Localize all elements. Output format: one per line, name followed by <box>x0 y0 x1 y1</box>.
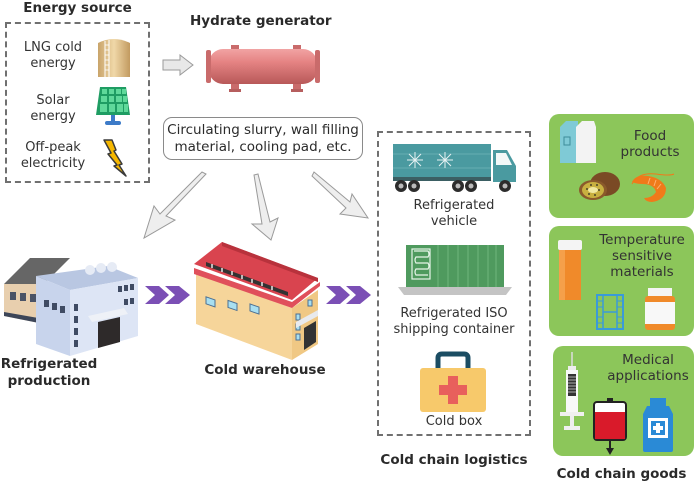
energy-item-lng: LNG cold energy <box>23 40 83 71</box>
energy-source-title: Energy source <box>23 0 132 16</box>
hydrate-generator-title: Hydrate generator <box>190 13 332 29</box>
shipping-container-icon <box>398 245 512 295</box>
cold-chain-logistics-box <box>377 131 531 436</box>
distribution-arrow-to-warehouse <box>250 173 279 241</box>
cold-warehouse-building-icon <box>194 242 320 360</box>
energy-to-generator-arrow <box>162 53 194 77</box>
energy-item-solar: Solar energy <box>30 93 76 124</box>
refrigerated-truck-icon <box>393 144 516 192</box>
syringe-icon <box>560 352 584 430</box>
logistics-item-coldbox-label: Cold box <box>425 414 483 429</box>
flow-arrow-warehouse-to-logistics <box>326 286 371 304</box>
energy-item-offpeak: Off-peak electricity <box>20 140 86 171</box>
film-icon <box>596 294 624 330</box>
solar-panel-icon <box>96 87 130 125</box>
distribution-arrow-to-logistics <box>311 171 370 219</box>
goods-panel-medical-label: Medical applications <box>607 352 689 384</box>
kiwi-icon <box>579 172 620 200</box>
cold-chain-logistics-title: Cold chain logistics <box>380 452 528 468</box>
goods-panel-food-label: Food products <box>620 128 680 160</box>
logistics-item-vehicle-label: Refrigerated vehicle <box>413 198 495 229</box>
energy-source-box <box>5 22 150 183</box>
flow-arrow-production-to-warehouse <box>145 286 190 304</box>
hydrate-generator-icon <box>206 45 320 92</box>
refrigerated-production-building-icon <box>4 258 138 356</box>
cold-warehouse-label: Cold warehouse <box>204 362 326 378</box>
milk-carton-icon <box>560 121 596 163</box>
blood-bag-icon <box>593 398 627 455</box>
test-tube-icon <box>558 240 582 300</box>
logistics-item-container-label: Refrigerated ISO shipping container <box>393 306 515 337</box>
lightning-icon <box>103 139 127 177</box>
refrigerated-production-label: Refrigerated production <box>0 356 98 389</box>
goods-panel-temperature-label: Temperature sensitive materials <box>599 232 685 280</box>
cold-box-icon <box>420 351 486 412</box>
medicine-bottle-icon <box>643 398 673 452</box>
hydrate-applications-box: Circulating slurry, wall filling materia… <box>163 117 363 160</box>
distribution-arrow-to-production <box>143 171 207 240</box>
lng-tank-icon <box>98 39 130 77</box>
cold-chain-goods-title: Cold chain goods <box>556 466 687 482</box>
pill-bottle-icon <box>645 288 675 330</box>
shrimp-icon <box>631 173 675 202</box>
